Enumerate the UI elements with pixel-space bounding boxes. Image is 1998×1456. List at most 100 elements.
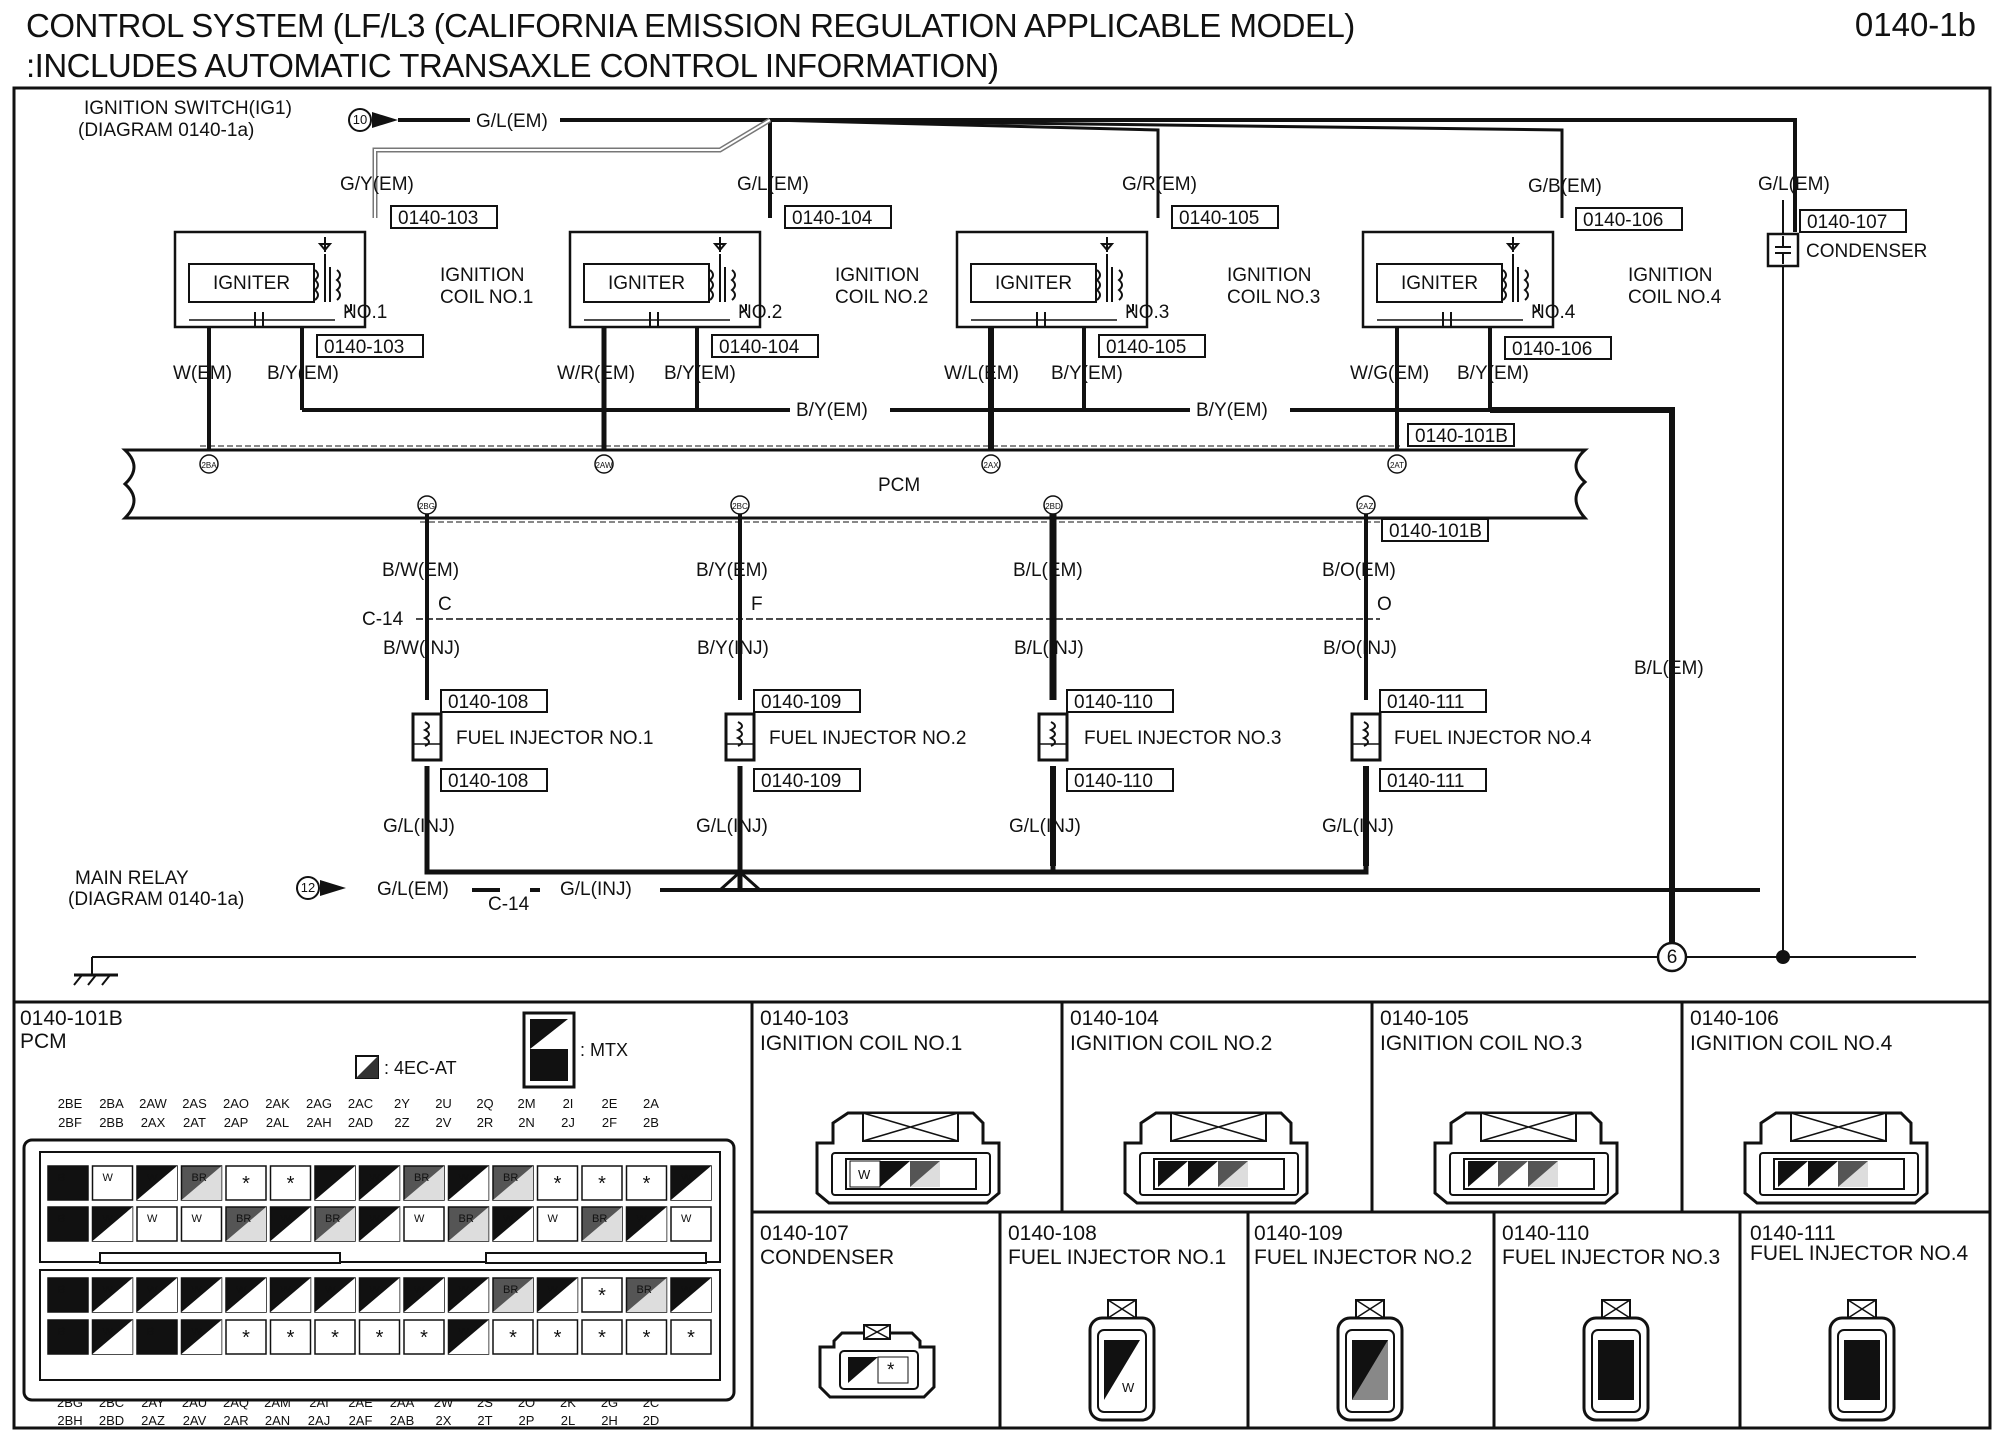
pcm-pin-label-top-b-0: 2BF	[58, 1115, 82, 1130]
view-105-name: IGNITION COIL NO.3	[1380, 1032, 1582, 1055]
pin-coil4: 2AT	[1390, 461, 1404, 470]
coil1-name2: COIL NO.1	[440, 287, 533, 308]
pcm-pin-label-top-a-2: 2AW	[139, 1096, 167, 1111]
svg-text:W: W	[192, 1326, 203, 1338]
pcm-pin-cell: W	[91, 1319, 134, 1355]
inj4-wire-inj: B/O(INJ)	[1323, 638, 1397, 659]
pcm-pin-cell: *	[581, 1165, 623, 1201]
view-110-id: 0140-110	[1502, 1222, 1589, 1245]
pcm-pin-label-top-a-0: 2BE	[58, 1096, 83, 1111]
pcm-pin-label-bottom-b-5: 2AN	[265, 1413, 290, 1428]
coil1-name1: IGNITION	[440, 265, 524, 286]
svg-text:*: *	[376, 1327, 384, 1349]
pcm-label: PCM	[878, 475, 920, 496]
pcm-pin-cell: B	[136, 1319, 178, 1355]
pcm-pin-label-bottom-b-10: 2T	[477, 1413, 492, 1428]
view-111-name: FUEL INJECTOR NO.4	[1750, 1242, 1969, 1265]
coil3-name2: COIL NO.3	[1227, 287, 1320, 308]
view-110-name: FUEL INJECTOR NO.3	[1502, 1246, 1720, 1269]
view-108-id: 0140-108	[1008, 1222, 1097, 1245]
pcm-pin-cell: *	[269, 1319, 312, 1355]
svg-text:B: B	[58, 1172, 65, 1184]
fuel-injector-2	[724, 712, 756, 762]
coil3-no: NO.3	[1125, 302, 1169, 323]
pcm-pin-cell: W	[625, 1206, 668, 1242]
coil4-connector-face	[1743, 1111, 1929, 1205]
fuel-injector-1	[411, 712, 443, 762]
pcm-pin-cell: *	[225, 1165, 267, 1201]
pcm-pin-label-top-a-11: 2M	[517, 1096, 535, 1111]
condenser-connector-face: *	[818, 1324, 936, 1399]
pin-inj3: 2BD	[1045, 502, 1061, 511]
fuel-injector-3	[1037, 712, 1069, 762]
svg-text:*: *	[598, 1173, 606, 1195]
pcm-pin-cell: W	[180, 1319, 223, 1355]
inj1-wire-inj: B/W(INJ)	[383, 638, 460, 659]
svg-text:W: W	[147, 1172, 158, 1184]
pcm-pin-cell: BR	[180, 1165, 223, 1201]
svg-text:W: W	[370, 1213, 381, 1225]
inj3-name: FUEL INJECTOR NO.3	[1084, 728, 1281, 749]
pin-inj2: 2BC	[732, 502, 748, 511]
view-107-id: 0140-107	[760, 1222, 849, 1245]
svg-text:W: W	[325, 1284, 336, 1296]
pin-coil3: 2AX	[983, 461, 999, 470]
pcm-conn-top: 0140-101B	[1415, 426, 1508, 447]
coil1-out1: W(EM)	[173, 363, 232, 384]
svg-text:W: W	[103, 1172, 114, 1184]
ignition-switch-wire: G/L(EM)	[476, 111, 548, 132]
pcm-pin-cell: B	[47, 1165, 89, 1201]
view-106-name: IGNITION COIL NO.4	[1690, 1032, 1893, 1055]
inj4-connector-face	[1828, 1298, 1896, 1422]
coil2-conn-top: 0140-104	[792, 208, 873, 229]
pcm-pin-label-top-a-8: 2Y	[394, 1096, 410, 1111]
pcm-pin-label-top-a-13: 2E	[602, 1096, 618, 1111]
view-103-name: IGNITION COIL NO.1	[760, 1032, 962, 1055]
pcm-pin-cell: BR	[314, 1206, 356, 1242]
view-108-name: FUEL INJECTOR NO.1	[1008, 1246, 1226, 1269]
view-104-name: IGNITION COIL NO.2	[1070, 1032, 1272, 1055]
coil3-conn-top: 0140-105	[1179, 208, 1259, 229]
pcm-block	[121, 448, 1589, 520]
pcm-pin-label-bottom-b-9: 2X	[436, 1413, 452, 1428]
pcm-pin-cell: BR	[492, 1277, 534, 1313]
pcm-pin-label-top-b-11: 2N	[518, 1115, 535, 1130]
legend-4ecat: : 4EC-AT	[384, 1058, 457, 1078]
inj1-conn-bottom: 0140-108	[448, 771, 528, 792]
inj1-name: FUEL INJECTOR NO.1	[456, 728, 653, 749]
svg-text:*: *	[242, 1173, 250, 1195]
svg-text:BR: BR	[192, 1172, 207, 1184]
ignition-switch-number: 10	[353, 112, 367, 127]
svg-text:W: W	[103, 1213, 114, 1225]
inj3-conn-bottom: 0140-110	[1074, 771, 1153, 792]
svg-text:W: W	[548, 1284, 559, 1296]
inj1-feed: G/L(INJ)	[383, 816, 455, 837]
condenser-conn: 0140-107	[1807, 212, 1887, 233]
pcm-pin-cell: *	[358, 1319, 401, 1355]
pcm-pin-label-top-a-14: 2A	[643, 1096, 659, 1111]
legend-mtx: : MTX	[580, 1040, 628, 1060]
pcm-pin-cell: W	[269, 1206, 312, 1242]
pcm-pin-cell: W	[492, 1206, 534, 1242]
svg-text:W: W	[281, 1284, 292, 1296]
pcm-pin-label-bottom-b-2: 2AZ	[141, 1413, 165, 1428]
inj4-feed: G/L(INJ)	[1322, 816, 1394, 837]
coil2-conn-bottom: 0140-104	[719, 337, 800, 358]
pcm-pin-label-top-b-5: 2AL	[266, 1115, 289, 1130]
inj4-wire-em: B/O(EM)	[1322, 560, 1396, 581]
svg-text:W: W	[147, 1284, 158, 1296]
coil1-conn-top: 0140-103	[398, 208, 478, 229]
pcm-pin-label-top-b-4: 2AP	[224, 1115, 249, 1130]
igniter-4-label: IGNITER	[1401, 273, 1478, 294]
svg-text:*: *	[287, 1327, 295, 1349]
pcm-pin-cell: W	[670, 1206, 712, 1242]
main-relay-wire-em: G/L(EM)	[377, 879, 449, 900]
inj4-conn-bottom: 0140-111	[1387, 771, 1464, 792]
inj2-connector-face	[1336, 1298, 1404, 1422]
pcm-pin-cell: W	[670, 1165, 712, 1201]
inj4-name: FUEL INJECTOR NO.4	[1394, 728, 1592, 749]
pcm-pin-label-top-b-8: 2Z	[394, 1115, 409, 1130]
svg-text:BR: BR	[414, 1172, 429, 1184]
svg-text:W: W	[637, 1213, 648, 1225]
